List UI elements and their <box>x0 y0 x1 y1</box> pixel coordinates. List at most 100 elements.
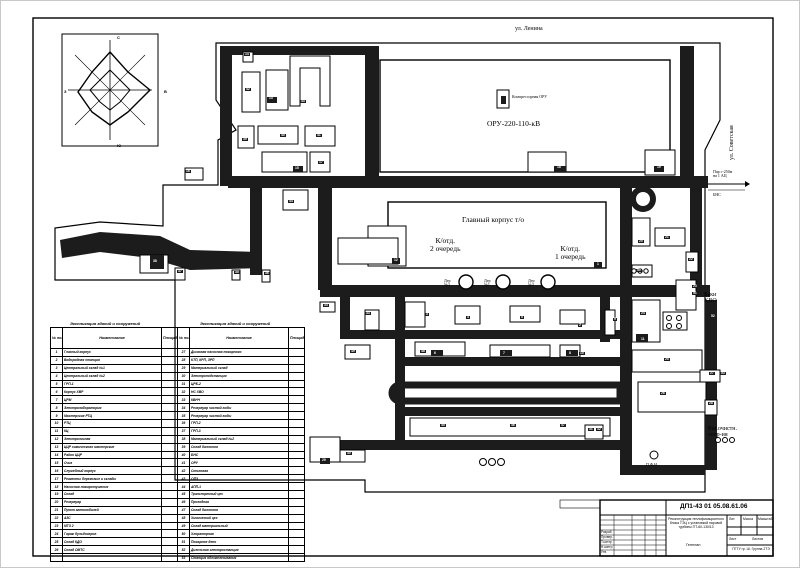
building-number: 42 <box>245 87 251 92</box>
explication-cell-right-area <box>288 426 305 436</box>
building-number: 3 <box>425 312 429 317</box>
boiler-2-label: К/отд. 2 очередь <box>430 236 461 253</box>
building-number: 43 <box>300 99 306 104</box>
explication-cell-right-name: Электроподстанция <box>189 371 289 381</box>
building-number: 9 <box>613 317 617 322</box>
stamp-sheets: Листов <box>752 537 764 541</box>
explication-cell-left-no: 19 <box>50 490 63 499</box>
explication-cell-right-area <box>288 529 305 539</box>
boiler-1-label: К/отд. 1 очередь <box>555 244 586 261</box>
explication-cell-left-name: Склад <box>62 490 162 499</box>
explication-cell-left-name: Электролаборатория <box>62 403 162 413</box>
stamp-sheet-title: Генплан <box>686 543 701 547</box>
building-number: 19 <box>656 165 662 170</box>
building-number: 15 <box>294 166 300 171</box>
explication-cell-left-no: 12 <box>50 434 63 444</box>
explication-cell-left-area <box>161 474 178 484</box>
building-number: 26 <box>660 391 666 396</box>
explication-cell-left-area <box>161 545 178 555</box>
building-number: 36 <box>264 271 270 276</box>
explication-cell-left-name: Склад КДО <box>62 537 162 547</box>
building-number: 50 <box>636 268 642 273</box>
building-number: 39 <box>242 137 248 142</box>
explication-cell-right-name: ГРП-2 <box>189 419 289 428</box>
explication-cell-right-name: Хлораторная <box>189 529 289 539</box>
explication-cell-right-area <box>288 458 305 468</box>
street-right-label: ул. Советская <box>729 125 735 160</box>
building-number: 23 <box>692 284 698 289</box>
explication-cell-right-no: 33 <box>177 395 190 405</box>
explication-cell-right-no: 36 <box>177 419 190 428</box>
explication-cell-left-name: МТЗ 2 <box>62 521 162 531</box>
explication-cell-right-no: 35 <box>177 411 190 421</box>
explication-cell-left-name: Корпус ХВР <box>62 387 162 397</box>
building-number: 12 <box>393 258 399 263</box>
building-number: 33 <box>365 311 371 316</box>
explication-cell-left-area <box>161 458 178 468</box>
stamp-sheet: Лист <box>729 537 737 541</box>
explication-cell-left-no: 26 <box>50 545 63 555</box>
explication-cell-right-area <box>288 434 305 444</box>
buildings <box>139 51 721 463</box>
building-number: 7 <box>502 351 506 356</box>
explication-cell-left-name: Центральный склад №2 <box>62 371 162 381</box>
explication-cell-right-area <box>288 490 305 499</box>
explication-cell-right-area <box>288 371 305 381</box>
explication-cell-left-area <box>161 348 178 357</box>
explication-cell-right-area <box>288 387 305 397</box>
explication-cell-right-no: 41 <box>177 458 190 468</box>
explication-cell-left-area <box>161 466 178 476</box>
explication-cell-right-name: Пожарное депо <box>189 537 289 547</box>
stamp-code: ДП1-43 01 05.08.61.06 <box>680 503 748 510</box>
explication-cell-left-name: Служебный корпус <box>62 466 162 476</box>
explication-cell-left-name: Реагенты береговые и склады <box>62 474 162 484</box>
compressor-label: Компрессорная ОРУ <box>512 94 548 99</box>
building-number: 44 <box>288 199 294 204</box>
building-number: 51 <box>692 291 698 296</box>
explication-cell-left-name <box>62 553 162 563</box>
building-number: 18 <box>556 165 562 170</box>
stamp-role-3: Н.контр. <box>601 545 614 549</box>
building-number: 28 <box>708 401 714 406</box>
explication-cell-right-name: Проходная <box>189 497 289 507</box>
explication-cell-left-area <box>161 497 178 507</box>
explication-cell-right-no: 32 <box>177 387 190 397</box>
explication-cell-left-area <box>161 553 178 563</box>
explication-cell-left-no: 23 <box>50 521 63 531</box>
building-number: 6 <box>433 351 437 356</box>
explication-cell-left-name: Гараж бульдозеров <box>62 529 162 539</box>
explication-cell-left-name: Насосная пожаротушения <box>62 482 162 492</box>
steam-line-label: Пар с-250м на 1 АЦ <box>713 169 733 178</box>
explication-cell-right-name: КВНЧ <box>189 395 289 405</box>
explication-cell-right-area <box>288 505 305 515</box>
building-number: 48 <box>420 349 426 354</box>
explication-cell-left-area <box>161 505 178 515</box>
hvo-tanks-label: Баки ХВО <box>704 292 717 304</box>
building-number: 5 <box>520 315 524 320</box>
main-building-label: Главный корпус т/о <box>462 215 525 224</box>
explication-cell-left-no: 1 <box>50 348 63 357</box>
explication-cell-left-no: 6 <box>50 387 63 397</box>
explication-cell-right-name: Дымовая насосная пожарного <box>189 348 289 357</box>
compass-west: З <box>64 89 67 94</box>
explication-cell-right-name: Материальный склад <box>189 363 289 373</box>
explication-cell-right-no: 50 <box>177 529 190 539</box>
building-number: 8 <box>568 351 572 356</box>
explication-cell-right-area <box>288 474 305 484</box>
explication-cell-left-area <box>161 529 178 539</box>
building-number: 49 <box>350 349 356 354</box>
explication-cell-left-area <box>161 490 178 499</box>
explication-cell-right-area <box>288 379 305 389</box>
explication-cell-right-name: Дизельная электростанция <box>189 545 289 555</box>
building-number: 46 <box>510 423 516 428</box>
stamp-header-0: Лит. <box>729 517 736 521</box>
